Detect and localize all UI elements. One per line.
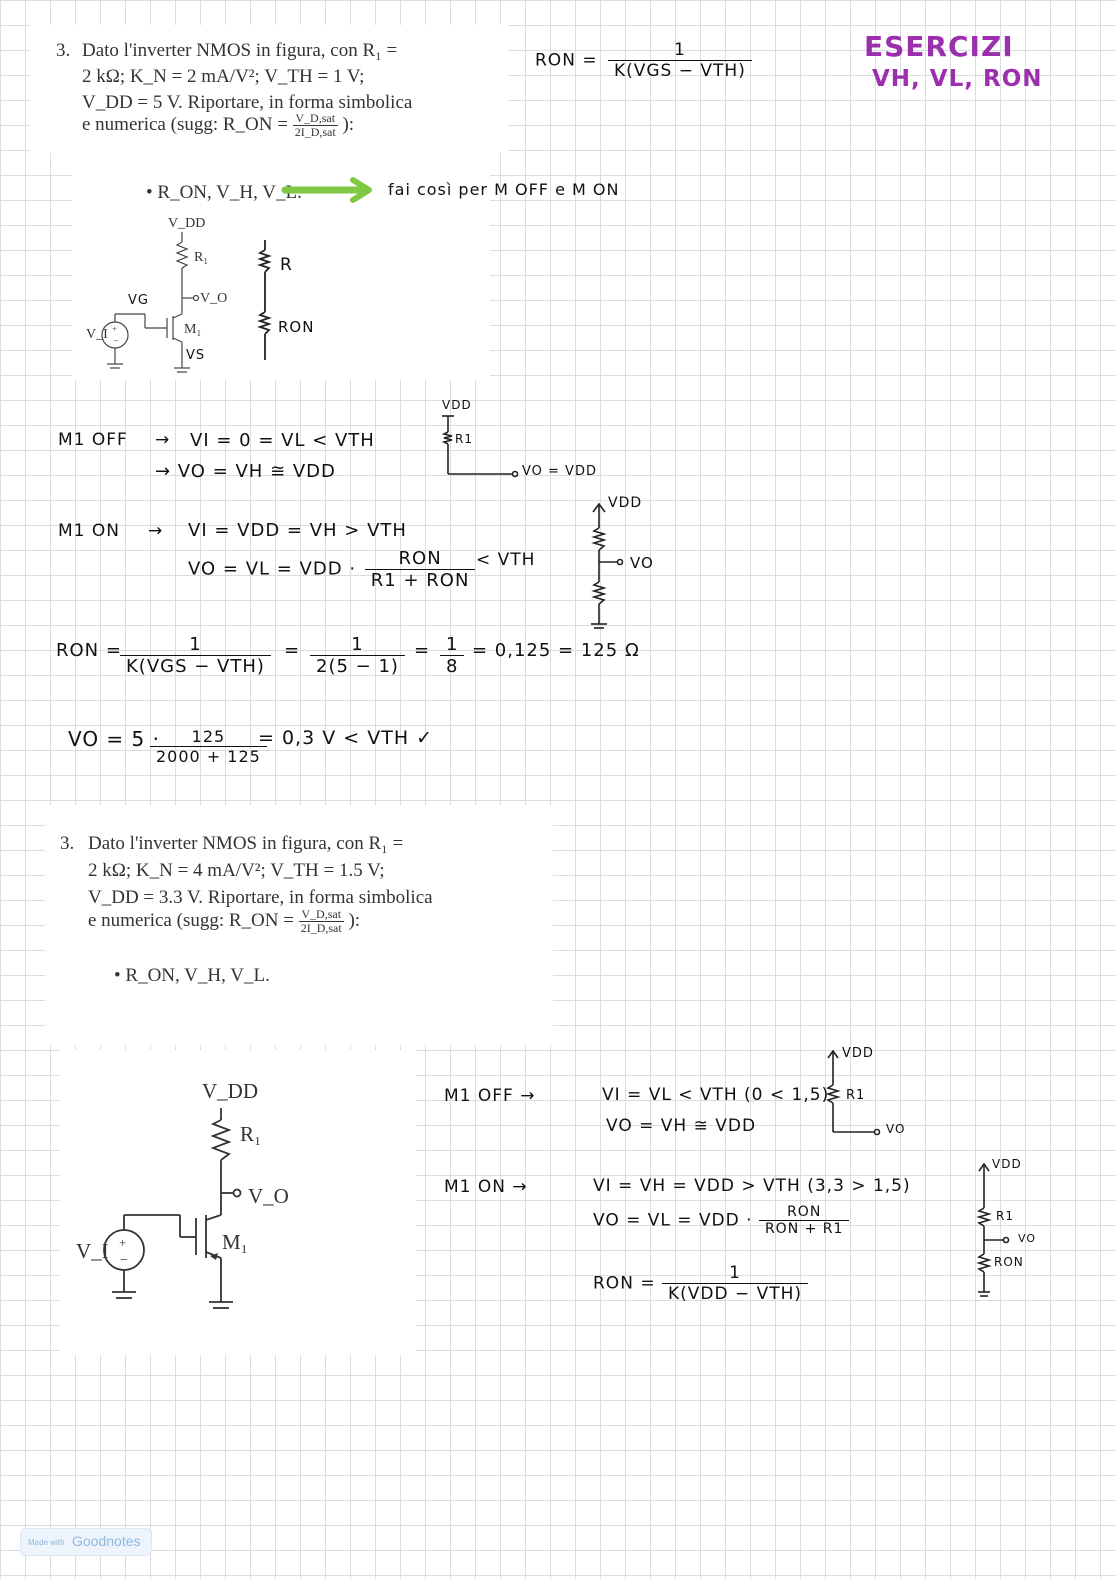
ex1-on-line1: VI = VDD = VH > VTH (188, 520, 407, 541)
exercise2-fig-m1: M₁ (222, 1230, 248, 1254)
green-arrow-icon (281, 177, 372, 203)
ex1-off-label: M1 OFF (58, 430, 128, 450)
ex2-off-label: M1 OFF → (444, 1086, 536, 1106)
exercise1-fig-m1: M₁ (184, 322, 202, 337)
ex2-off-circuit (825, 1049, 881, 1136)
exercise1-number: 3. (56, 40, 71, 61)
exercise2-fig-r1: R₁ (240, 1122, 262, 1146)
ex2-on-line1: VI = VH = VDD > VTH (3,3 > 1,5) (593, 1176, 911, 1196)
ex1-vo-result: = 0,3 V < VTH ✓ (258, 727, 434, 749)
arrow-note: fai così per M OFF e M ON (388, 180, 620, 199)
ex1-calc-ron: RON = (56, 640, 122, 661)
resistor-sketch (257, 240, 272, 360)
ex1-on-arrow: → (148, 521, 164, 541)
exercise1-line3: V_DD = 5 V. Riportare, in forma simbolic… (82, 92, 413, 113)
exercise2-circuit-diagram: + − (103, 1108, 242, 1309)
exercise1-circuit-diagram: + − (101, 232, 200, 373)
ex1-on-circ-vo: VO (630, 554, 654, 572)
ex1-off-line2: → VO = VH ≅ VDD (155, 461, 336, 482)
exercise2-fig-vdd: V_DD (202, 1079, 258, 1103)
sketch-r-label: R (280, 255, 293, 275)
ex1-off-circuit (441, 415, 519, 478)
ex1-calc-eq2: = (414, 640, 431, 661)
ex1-on-label: M1 ON (58, 521, 120, 541)
ex2-off-circ-r1: R1 (846, 1088, 866, 1103)
exercise1-fig-vg: VG (128, 293, 149, 308)
ex2-off-line1: VI = VL < VTH (0 < 1,5) (602, 1085, 830, 1105)
ex1-on-circuit (591, 502, 624, 629)
exercise1-fig-vdd: V_DD (168, 216, 206, 231)
exercise1-bullet: • R_ON, V_H, V_L. (146, 182, 302, 203)
svg-text:−: − (113, 336, 119, 347)
ex2-on-circ-vdd: VDD (992, 1157, 1022, 1171)
exercise1-fig-vs: VS (186, 348, 206, 363)
ex2-off-line2: VO = VH ≅ VDD (606, 1116, 757, 1136)
exercise1-text-block (30, 25, 508, 153)
exercise1-line2: 2 kΩ; K_N = 2 mA/V²; V_TH = 1 V; (82, 66, 365, 87)
exercise2-bullet: • R_ON, V_H, V_L. (114, 965, 270, 986)
exercise2-line3: V_DD = 3.3 V. Riportare, in forma simbol… (88, 887, 433, 908)
goodnotes-watermark: Made with Goodnotes (20, 1528, 152, 1556)
exercise1-line1: Dato l'inverter NMOS in figura, con R₁ = (82, 40, 398, 61)
ex2-off-circ-vdd: VDD (842, 1046, 874, 1061)
exercise2-line1: Dato l'inverter NMOS in figura, con R₁ = (88, 833, 404, 854)
ron-formula-header: RON = 1 K(VGS − VTH) (535, 40, 752, 81)
svg-text:−: − (120, 1253, 128, 1268)
exercise1-fig-vo: V_O (200, 291, 228, 306)
ex2-on-circ-r1: R1 (996, 1209, 1014, 1223)
exercise1-fig-r1: R₁ (194, 250, 209, 265)
exercise2-fig-vo: V_O (248, 1184, 289, 1208)
sketch-ron-label: RON (278, 318, 315, 336)
ex1-off-arrow: → (155, 430, 171, 450)
ex1-calc-result: = 0,125 = 125 Ω (472, 640, 640, 661)
ex1-off-circ-vo: VO = VDD (522, 464, 597, 479)
ex1-calc-eq1: = (284, 640, 301, 661)
ex1-off-circ-r1: R1 (455, 432, 473, 446)
goodnotes-brand: Goodnotes (72, 1533, 141, 1549)
exercise2-fig-vi: V_I (76, 1239, 109, 1263)
ex2-on-label: M1 ON → (444, 1177, 528, 1197)
page-subtitle: VH, VL, RON (872, 66, 1043, 92)
ex1-off-circ-vdd: VDD (442, 398, 472, 412)
page-title: ESERCIZI (864, 30, 1014, 63)
ex2-on-circ-ron: RON (994, 1255, 1024, 1269)
svg-text:+: + (119, 1235, 126, 1250)
exercise2-figure-block (60, 1050, 416, 1355)
exercise2-text-block (45, 805, 553, 1045)
ex1-vo-pre: VO = 5 · (68, 727, 160, 751)
exercise2-line2: 2 kΩ; K_N = 4 mA/V²; V_TH = 1.5 V; (88, 860, 385, 881)
exercise1-fig-vi: V_I (86, 327, 108, 342)
ex2-on-circuit (976, 1162, 1010, 1297)
ex2-on-circ-vo: VO (1018, 1232, 1036, 1245)
made-with-label: Made with (28, 1538, 65, 1547)
svg-text:+: + (112, 324, 117, 334)
exercise1-figure-block (72, 150, 490, 380)
exercise2-number: 3. (60, 833, 75, 854)
ex1-off-line1: VI = 0 = VL < VTH (190, 430, 375, 451)
ex1-on-lt: < VTH (476, 550, 536, 570)
ex2-off-circ-vo: VO (886, 1122, 906, 1136)
ex1-on-circ-vdd: VDD (608, 495, 643, 511)
